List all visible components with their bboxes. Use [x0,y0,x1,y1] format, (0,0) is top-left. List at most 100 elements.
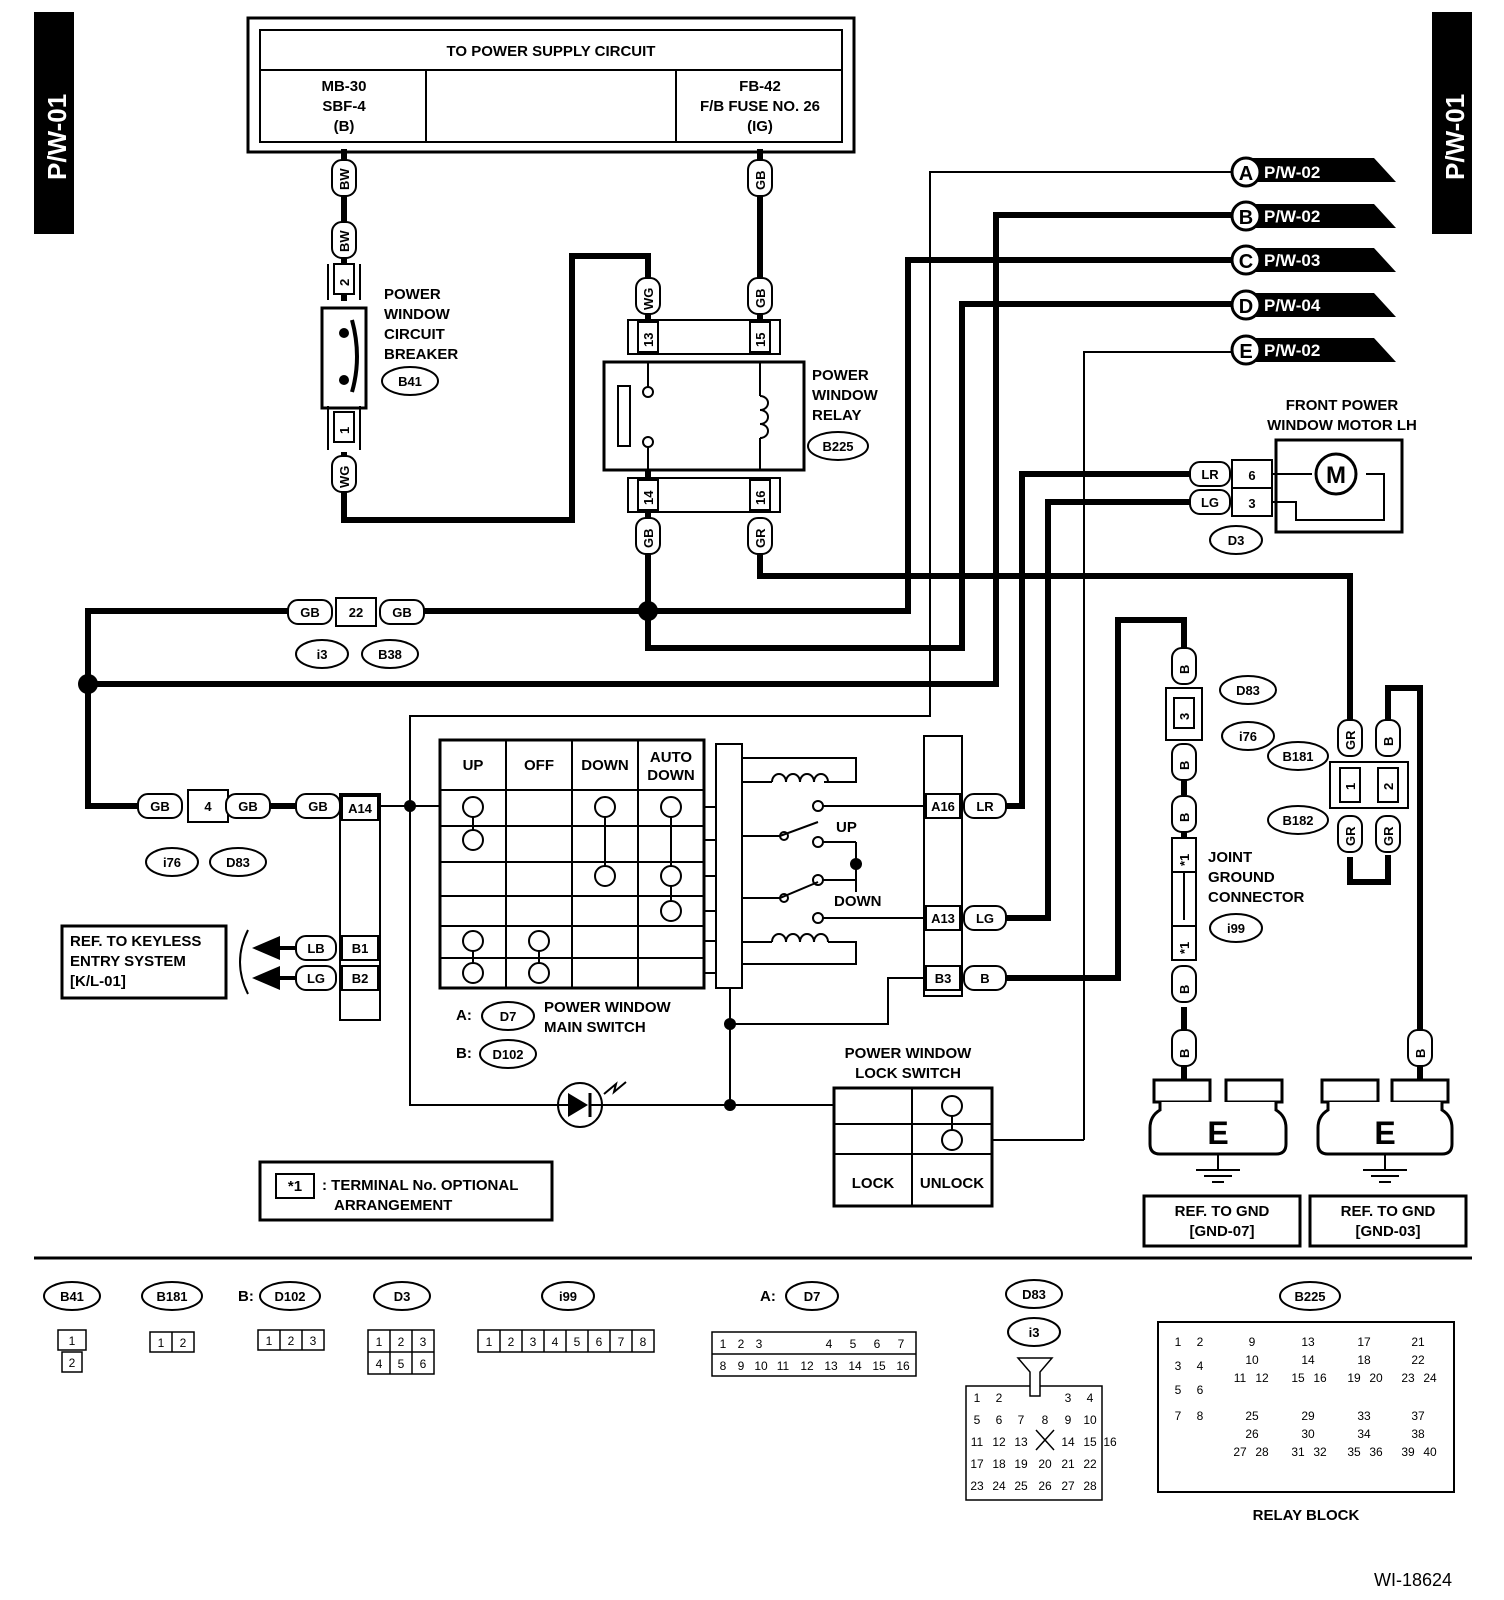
keyless-line-3: [K/L-01] [70,973,126,990]
svg-text:20: 20 [1369,1371,1383,1385]
svg-text:9: 9 [738,1359,745,1373]
output-d[interactable]: D P/W-04 [1230,289,1396,321]
b181-pin-1: 1 [1343,783,1358,790]
svg-text:5: 5 [574,1335,581,1349]
svg-text:2: 2 [996,1391,1003,1405]
motor-label-2: WINDOW MOTOR LH [1267,417,1417,434]
cv-b41-2: 2 [69,1356,76,1370]
wire-gb-r14: GB [641,529,656,549]
svg-text:10: 10 [1083,1413,1097,1427]
output-b[interactable]: B P/W-02 [1230,200,1396,232]
splice-node-left [78,674,98,694]
svg-text:11: 11 [1234,1371,1247,1385]
relay-pin-13: 13 [641,333,656,347]
cv-d3: D3 [394,1289,411,1304]
splice-node-switch-1 [404,800,416,812]
ref-d7: D7 [500,1009,517,1024]
cv-d3-2: 2 [398,1335,405,1349]
switch-internals [742,757,924,965]
motor-pin-6: 6 [1248,468,1255,483]
svg-text:11: 11 [777,1359,790,1373]
ref-d83-right: D83 [1236,683,1260,698]
svg-text:27: 27 [1233,1445,1247,1459]
svg-text:5: 5 [850,1337,857,1351]
cv-d3-4: 4 [376,1357,383,1371]
cv-d3-5: 5 [398,1357,405,1371]
ground-left: E REF. TO GND [GND-07] [1142,1078,1302,1248]
switch-connector-right: A16 A13 B3 LR LG B [923,735,1007,997]
ref-b182: B182 [1282,813,1313,828]
power-supply-title: TO POWER SUPPLY CIRCUIT [447,43,656,60]
svg-text:7: 7 [618,1335,625,1349]
splice-node-switch-2 [724,1018,736,1030]
svg-text:31: 31 [1291,1445,1305,1459]
joint-ground-2: GROUND [1208,869,1275,886]
output-c[interactable]: C P/W-03 [1230,244,1396,276]
svg-text:14: 14 [1061,1435,1075,1449]
pin-4: 4 [204,799,212,814]
relay-pin-14: 14 [641,490,656,505]
joint-ground-1: JOINT [1208,849,1252,866]
wire-gb-i76-r: GB [238,799,258,814]
svg-text:6: 6 [1197,1383,1204,1397]
cv-b181-2: 2 [180,1336,187,1350]
wire-b-d83-top: B [1177,665,1192,674]
wire-b-b3: B [980,971,989,986]
output-e[interactable]: E P/W-02 [1230,334,1396,366]
svg-text:26: 26 [1245,1427,1259,1441]
power-supply-left-1: MB-30 [321,78,366,95]
lock-label: LOCK [852,1175,895,1192]
keyless-ref-box[interactable]: REF. TO KEYLESS ENTRY SYSTEM [K/L-01] [60,924,228,1000]
cv-d3-6: 6 [420,1357,427,1371]
output-a[interactable]: A P/W-02 [1230,156,1396,188]
svg-text:25: 25 [1014,1479,1028,1493]
wire-gr-r16: GR [753,528,768,548]
motor-symbol: M [1326,462,1346,489]
pin-a13: A13 [931,911,955,926]
relay-pin-16: 16 [753,491,768,505]
svg-text:1: 1 [974,1391,981,1405]
front-power-window-motor: FRONT POWER WINDOW MOTOR LH LR LG 6 3 M … [1189,397,1417,555]
wire-lr-a16: LR [976,799,994,814]
wire-gb-i3-r: GB [392,605,412,620]
relay-label-3: RELAY [812,407,861,424]
wire-bw-top: BW [337,168,352,190]
ground-right: E REF. TO GND [GND-03] [1308,1078,1468,1248]
cv-b225: B225 [1294,1289,1325,1304]
svg-text:15: 15 [1083,1435,1097,1449]
note-line-1: : TERMINAL No. OPTIONAL [322,1177,518,1194]
svg-text:27: 27 [1061,1479,1075,1493]
wire-lr-motor: LR [1201,467,1219,482]
note-line-2: ARRANGEMENT [334,1197,452,1214]
ground-right-symbol: E [1374,1115,1395,1151]
svg-text:6: 6 [996,1413,1003,1427]
svg-text:4: 4 [1087,1391,1094,1405]
svg-text:14: 14 [1301,1353,1315,1367]
wire-gr-b182-l: GR [1343,826,1358,846]
cb-label-4: BREAKER [384,346,458,363]
svg-text:1: 1 [1175,1335,1182,1349]
svg-text:4: 4 [826,1337,833,1351]
switch-down-label: DOWN [834,893,882,910]
wire-wg-cb: WG [337,466,352,488]
switch-a-label: A: [456,1007,472,1024]
main-switch-label-2: MAIN SWITCH [544,1019,646,1036]
wire-b-d83-bot: B [1177,761,1192,770]
output-flags: A P/W-02 B P/W-02 C P/W-03 D P/W-04 E P/… [1230,156,1396,366]
svg-text:29: 29 [1301,1409,1315,1423]
connector-views: B41 1 2 B181 1 2 B: D102 1 2 3 D3 1 2 3 … [43,1279,1455,1524]
lock-switch: POWER WINDOW LOCK SWITCH LOCK UNLOCK [832,1045,994,1208]
svg-text:20: 20 [1038,1457,1052,1471]
pin-b1: B1 [352,941,369,956]
svg-text:26: 26 [1038,1479,1052,1493]
pin-22: 22 [349,605,363,620]
switch-dots [462,796,682,984]
cv-d7: D7 [804,1289,821,1304]
ref-b38: B38 [378,647,402,662]
wire-gr-b181: GR [1343,730,1358,750]
svg-text:2: 2 [1197,1335,1204,1349]
cv-b181-1: 1 [158,1336,165,1350]
